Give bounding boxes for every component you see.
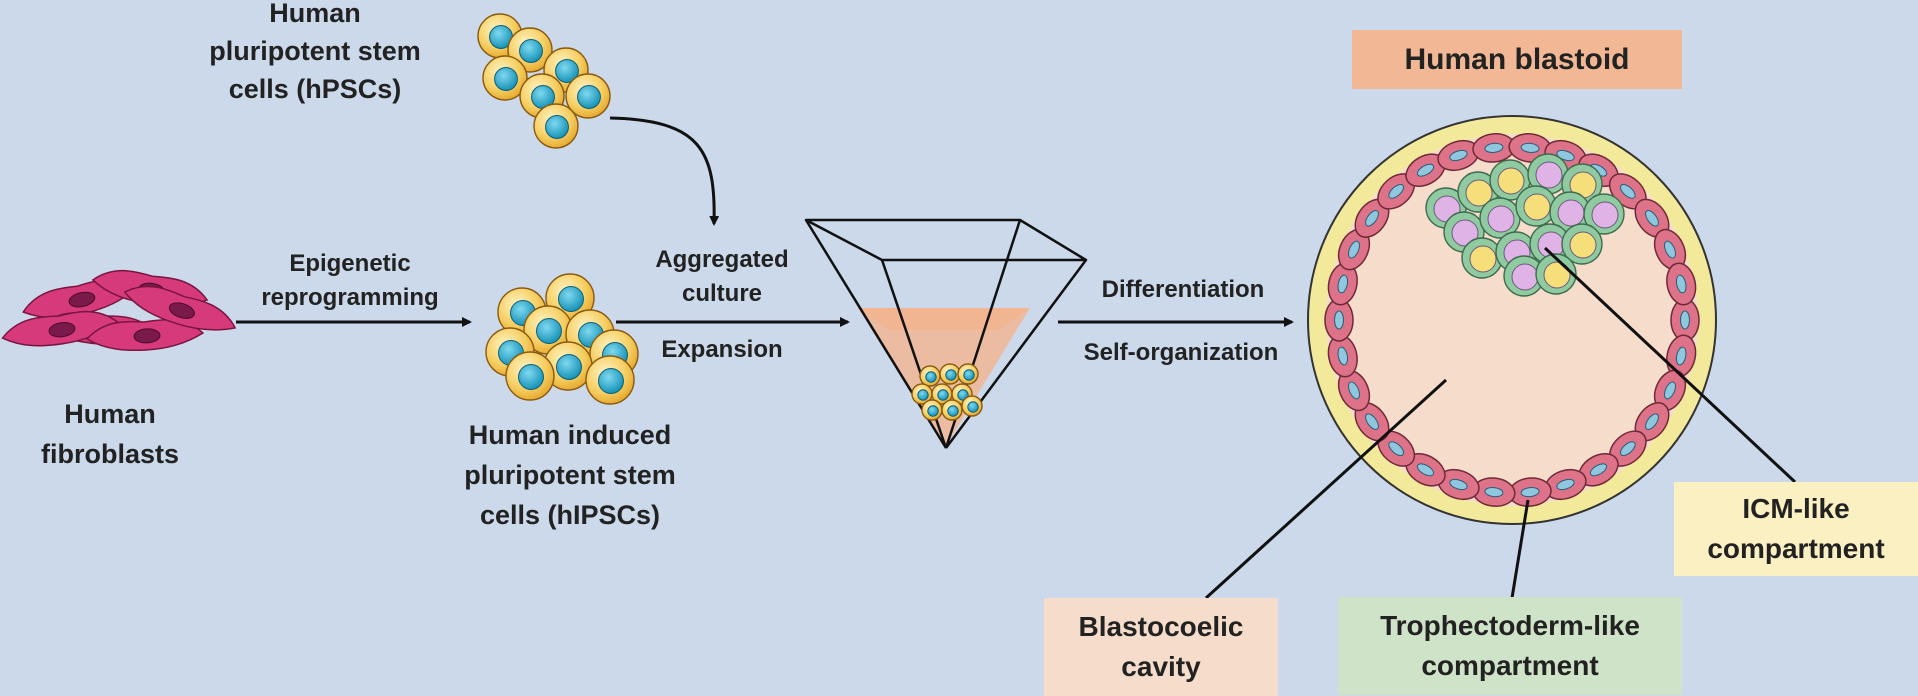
reprogramming-label-line2: reprogramming	[261, 284, 439, 311]
aggregate-cells	[911, 363, 983, 421]
icm-cell	[1561, 223, 1603, 265]
icm-cell	[1515, 185, 1557, 227]
stem-cell	[919, 365, 941, 387]
differentiation-label: Differentiation	[1101, 276, 1265, 303]
cavity-pointer	[1204, 378, 1448, 600]
hipsc-cluster	[485, 273, 639, 405]
hpsc-label-line3: cells (hPSCs)	[228, 74, 402, 104]
stem-cell	[565, 73, 611, 119]
icm-cell	[1549, 191, 1591, 233]
blastocoelic-cavity-box: Blastocoelic cavity	[1044, 598, 1278, 696]
fibroblast-cell	[85, 319, 205, 352]
stem-cell	[941, 399, 963, 421]
trophectoderm-cell	[1354, 402, 1390, 442]
blastocoel-box-line2: cavity	[1121, 651, 1201, 682]
troph-box-line2: compartment	[1421, 650, 1599, 681]
stem-cell	[585, 355, 635, 405]
icm-pointer	[1543, 246, 1797, 484]
fibroblasts-label-line1: Human	[64, 399, 156, 429]
icm-box: ICM-like compartment	[1674, 482, 1918, 576]
stem-cell	[505, 351, 555, 401]
stem-cell	[939, 363, 961, 385]
stem-cell	[543, 341, 593, 391]
blastoid-title: Human blastoid	[1352, 30, 1682, 89]
blastoid	[1307, 115, 1717, 525]
fibroblast-cluster	[1, 269, 237, 352]
reprogramming-label-line1: Epigenetic	[289, 250, 411, 277]
hipsc-label-line2: pluripotent stem	[464, 460, 676, 490]
icm-cell	[1461, 237, 1503, 279]
trophectoderm-cell	[1337, 228, 1371, 271]
trophectoderm-cell	[1437, 139, 1480, 172]
troph-box-line1: Trophectoderm-like	[1380, 610, 1640, 641]
hpsc-label: Human pluripotent stem cells (hPSCs)	[160, 0, 470, 108]
self-organization-label: Self-organization	[1083, 339, 1279, 366]
hpsc-arrow	[609, 116, 720, 226]
fibroblasts-label: Human fibroblasts	[0, 394, 220, 474]
trophectoderm-cell	[1437, 468, 1480, 501]
stem-cell	[533, 103, 579, 149]
pointer-lines	[1204, 246, 1797, 600]
microwell	[804, 218, 1088, 449]
icm-cell	[1479, 197, 1521, 239]
aggregated-label-line1: Aggregated	[655, 246, 789, 273]
expansion-label: Expansion	[661, 336, 783, 363]
arrows	[236, 116, 1294, 327]
trophectoderm-box: Trophectoderm-like compartment	[1338, 597, 1682, 695]
icm-box-line2: compartment	[1707, 533, 1885, 564]
hpsc-cluster	[477, 13, 611, 149]
fibroblast-cell	[123, 285, 237, 331]
stem-cell	[961, 395, 983, 417]
trophectoderm-cell	[1670, 298, 1700, 342]
hpsc-label-line1: Human	[269, 0, 361, 28]
troph-pointer	[1510, 499, 1530, 599]
trophectoderm-cell	[1653, 369, 1687, 412]
hipsc-label: Human induced pluripotent stem cells (hI…	[420, 415, 720, 535]
trophectoderm-cell	[1544, 468, 1587, 501]
trophectoderm-cell	[1324, 298, 1354, 342]
blastoid-title-text: Human blastoid	[1404, 42, 1630, 76]
icm-cell	[1535, 253, 1577, 295]
hpsc-label-line2: pluripotent stem	[209, 36, 421, 66]
trophectoderm-cell	[1327, 262, 1358, 306]
stem-cell	[911, 383, 933, 405]
trophectoderm-cells	[1324, 133, 1700, 507]
icm-cell	[1489, 159, 1531, 201]
stem-cell	[921, 399, 943, 421]
reprogramming-label: Epigenetic reprogramming	[220, 247, 480, 315]
stem-cell	[523, 305, 573, 355]
trophectoderm-cell	[1405, 453, 1446, 487]
trophectoderm-cell	[1377, 430, 1416, 467]
stem-cell	[931, 383, 953, 405]
trophectoderm-cell	[1377, 173, 1416, 210]
hipsc-label-line1: Human induced	[468, 420, 672, 450]
aggregated-culture-label: Aggregated culture	[612, 243, 832, 311]
trophectoderm-cell	[1666, 262, 1697, 306]
hipsc-label-line3: cells (hIPSCs)	[479, 500, 661, 530]
aggregated-label-line2: culture	[681, 280, 762, 307]
icm-box-line1: ICM-like	[1742, 493, 1850, 524]
icm-cell	[1583, 193, 1625, 235]
stem-cell	[482, 55, 528, 101]
blastocoel-box-line1: Blastocoelic	[1078, 611, 1244, 642]
trophectoderm-cell	[1608, 430, 1647, 467]
trophectoderm-cell	[1634, 402, 1670, 442]
stem-cell	[957, 363, 979, 385]
trophectoderm-cell	[1472, 133, 1516, 163]
fibroblasts-label-line2: fibroblasts	[40, 439, 180, 469]
trophectoderm-cell	[1405, 153, 1446, 187]
trophectoderm-cell	[1337, 369, 1371, 412]
icm-cells	[1425, 153, 1625, 297]
trophectoderm-cell	[1653, 228, 1687, 271]
